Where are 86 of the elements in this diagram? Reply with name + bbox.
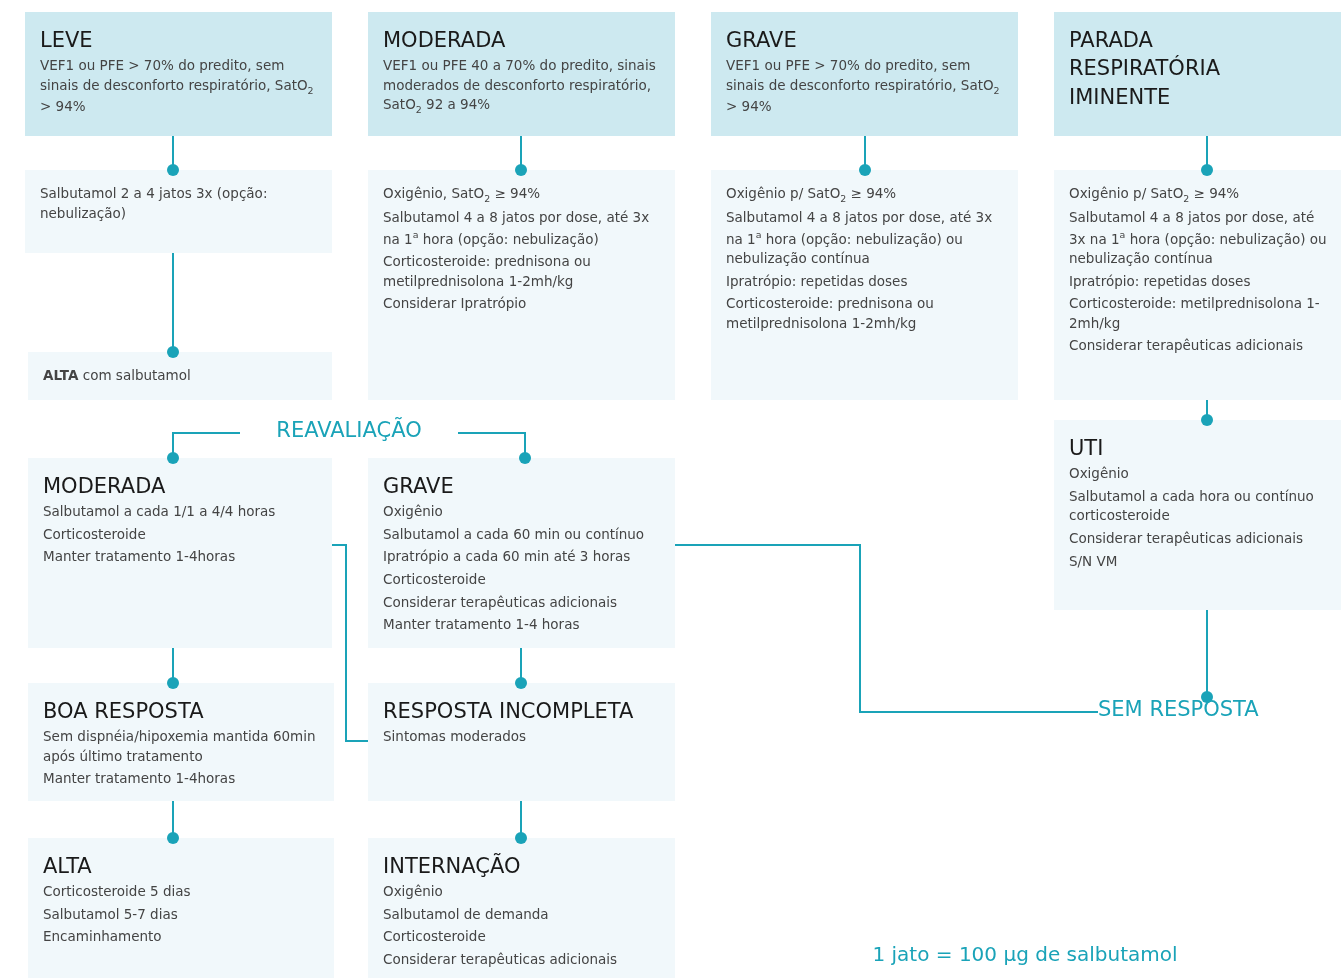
treatment-text: Salbutamol 4 a 8 jatos por dose, até 3x na 1$^{a}$ hora (opção: nebulização) ou nebulização contínua [726, 208, 994, 268]
treatment-text: Sintomas moderados [383, 727, 528, 747]
treatment-text: Salbutamol a cada 1/1 a 4/4 horas [43, 502, 277, 522]
treatment-text: Corticosteroide [383, 570, 487, 590]
treatment-text: Ipratrópio a cada 60 min até 3 horas [383, 547, 632, 567]
treatment-box [1054, 420, 1341, 610]
severity-box [711, 12, 1018, 136]
treatment-text: Oxigênio [1069, 464, 1130, 484]
treatment-text: VEF1 ou PFE 40 a 70% do predito, sinais moderados de desconforto respiratório, SatO$_{2}$ 92 a 94% [383, 56, 657, 117]
treatment-text: Manter tratamento 1-4horas [43, 547, 237, 567]
treatment-text: ALTA com salbutamol [43, 366, 192, 385]
treatment-text: Salbutamol a cada 60 min ou contínuo [383, 524, 646, 544]
connector-line [167, 252, 179, 358]
treatment-text: Sem dispnéia/hipoxemia mantida 60min após último tratamento [43, 727, 317, 766]
treatment-box [711, 170, 1018, 400]
stage-title: ALTA [43, 853, 93, 880]
connector-line [167, 647, 179, 689]
treatment-text: Corticosteroide [43, 524, 147, 544]
treatment-text: VEF1 ou PFE > 70% do predito, sem sinais de desconforto respiratório, SatO$_{2}$ > 94% [726, 56, 1001, 117]
treatment-text: Corticosteroide [383, 927, 487, 947]
stage-title: UTI [1069, 435, 1105, 462]
connector-line [515, 800, 527, 844]
treatment-text: Manter tratamento 1-4 horas [383, 615, 581, 635]
connector-line [167, 432, 241, 464]
treatment-box [28, 352, 332, 400]
severity-box [25, 12, 332, 136]
connector-line [167, 135, 179, 176]
stage-title: MODERADA [383, 27, 507, 54]
treatment-text: VEF1 ou PFE > 70% do predito, sem sinais de desconforto respiratório, SatO$_{2}$ > 94% [40, 56, 315, 117]
treatment-text: Salbutamol 4 a 8 jatos por dose, até 3x na 1$^{a}$ hora (opção: nebulização) [383, 208, 651, 249]
treatment-text: Encaminhamento [43, 927, 163, 947]
stage-title: BOA RESPOSTA [43, 698, 205, 725]
treatment-text: Considerar terapêuticas adicionais [1069, 529, 1305, 549]
treatment-text: Oxigênio, SatO$_{2}$ ≥ 94% [383, 184, 542, 206]
treatment-box [28, 458, 332, 648]
treatment-text: Manter tratamento 1-4horas [43, 769, 237, 789]
treatment-text: Salbutamol 4 a 8 jatos por dose, até 3x na 1$^{a}$ hora (opção: nebulização) ou nebulização contínua [1069, 208, 1328, 268]
treatment-box [25, 170, 332, 253]
stage-title: GRAVE [383, 473, 455, 500]
connector-line [331, 544, 369, 742]
treatment-box [368, 170, 675, 400]
connector-line [167, 800, 179, 844]
treatment-text: Oxigênio [383, 502, 444, 522]
stage-title: GRAVE [726, 27, 798, 54]
treatment-text: Ipratrópio: repetidas doses [726, 271, 909, 291]
stage-title: INTERNAÇÃO [383, 852, 522, 880]
treatment-text: Corticosteroide: metilprednisolona 1-2mh/kg [1069, 294, 1321, 333]
connector-line [1201, 135, 1213, 176]
treatment-text: Ipratrópio: repetidas doses [1069, 271, 1252, 291]
treatment-text: Salbutamol 2 a 4 jatos 3x (opção: nebulização) [40, 184, 269, 223]
connector-line [674, 544, 1099, 713]
treatment-box [28, 683, 334, 801]
stage-title: PARADA RESPIRATÓRIA IMINENTE [1069, 27, 1222, 111]
treatment-text: Salbutamol a cada hora ou contínuo corticosteroide [1069, 486, 1315, 526]
connector-line [515, 135, 527, 176]
treatment-text: Considerar terapêuticas adicionais [1069, 336, 1305, 356]
stage-title: RESPOSTA INCOMPLETA [383, 698, 635, 725]
treatment-box [368, 458, 675, 648]
severity-box [368, 12, 675, 136]
flow-label: REAVALIAÇÃO [240, 418, 458, 450]
treatment-box [28, 838, 334, 978]
stage-title: LEVE [40, 27, 94, 54]
connector-line [859, 135, 871, 176]
treatment-text: Corticosteroide 5 dias [43, 882, 192, 902]
flow-label: SEM RESPOSTA [1098, 697, 1318, 729]
severity-box [1054, 12, 1341, 136]
treatment-box [1054, 170, 1341, 400]
treatment-text: 1 jato = 100 µg de salbutamol [872, 940, 1178, 968]
connector-line [515, 647, 527, 689]
treatment-text: Corticosteroide: prednisona ou metilprednisolona 1-2mh/kg [726, 294, 935, 333]
treatment-text: Considerar terapêuticas adicionais [383, 592, 619, 612]
treatment-box [368, 683, 675, 801]
treatment-text: S/N VM [1069, 551, 1119, 571]
treatment-text: Considerar terapêuticas adicionais [383, 950, 619, 970]
treatment-box [368, 838, 675, 978]
treatment-text: Salbutamol de demanda [383, 904, 550, 924]
treatment-text: Oxigênio p/ SatO$_{2}$ ≥ 94% [726, 184, 898, 206]
treatment-text: Oxigênio [383, 882, 444, 902]
connector-line [1201, 609, 1213, 703]
connector-line [1201, 399, 1213, 426]
stage-title: MODERADA [43, 473, 167, 500]
treatment-text: Salbutamol 5-7 dias [43, 904, 179, 924]
connector-line [457, 432, 531, 464]
treatment-text: Considerar Ipratrópio [383, 294, 528, 314]
treatment-text: Corticosteroide: prednisona ou metilprednisolona 1-2mh/kg [383, 252, 592, 291]
treatment-text: Oxigênio p/ SatO$_{2}$ ≥ 94% [1069, 184, 1241, 206]
